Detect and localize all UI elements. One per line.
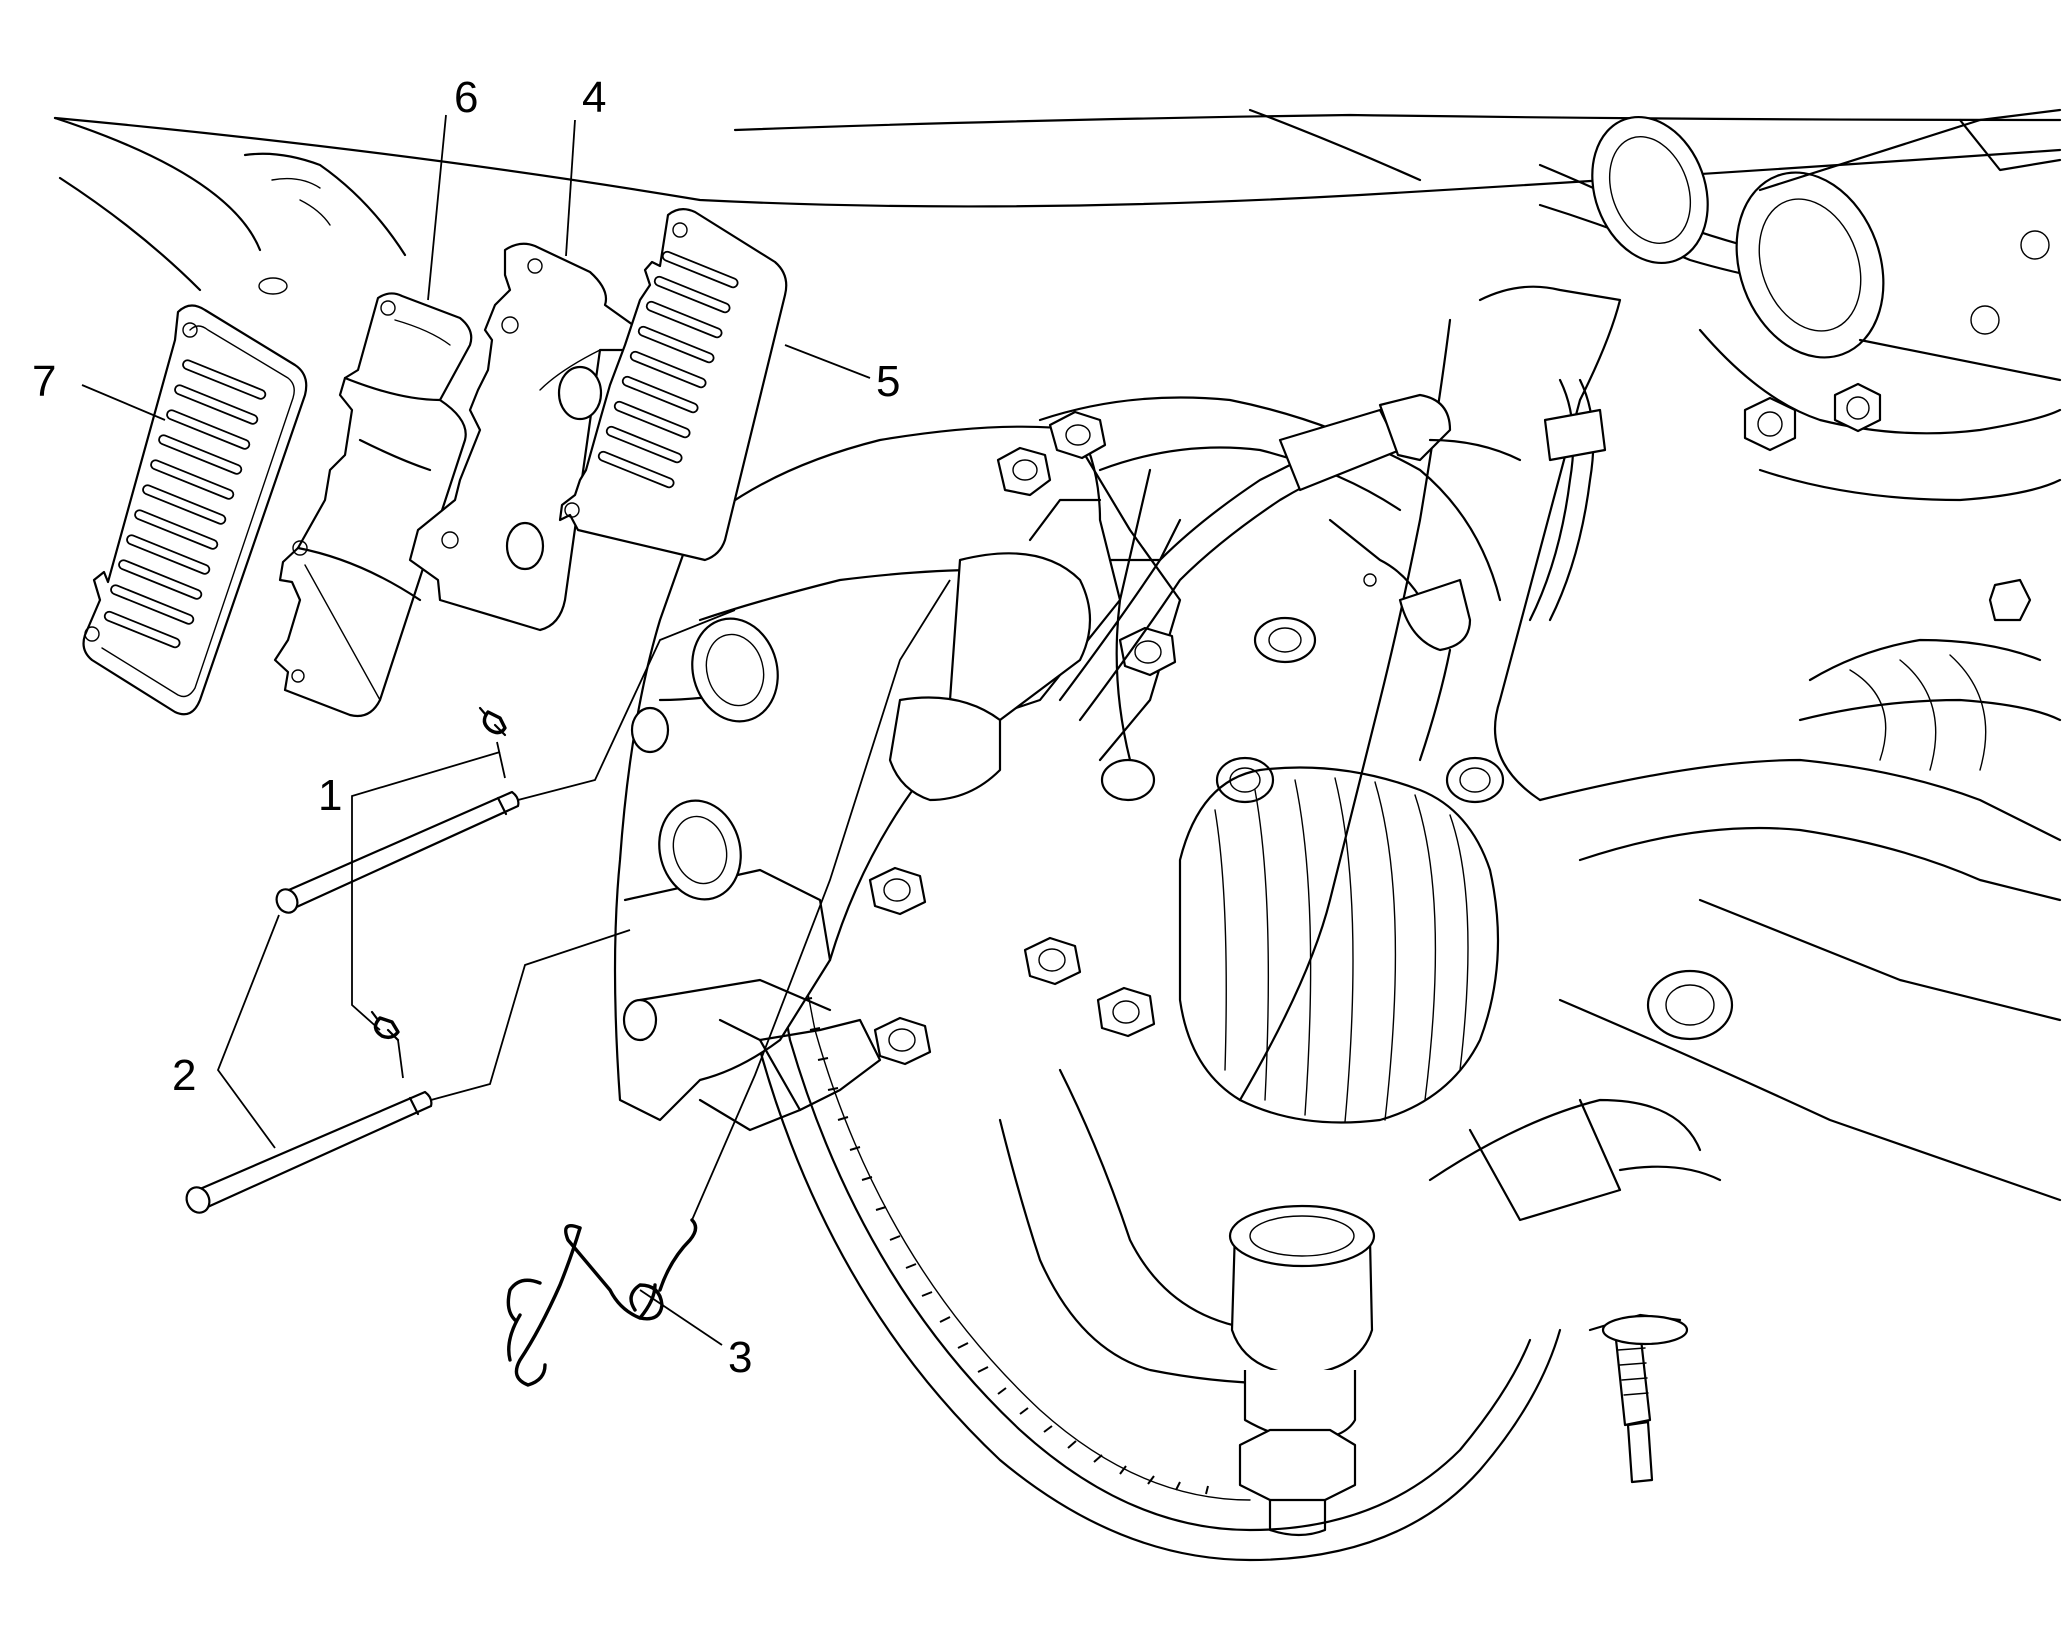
brake-pad-outer [273,292,473,718]
pad-shim-outer [82,304,308,716]
lower-control-arm [998,285,2062,1385]
hub-bolt [1253,616,1317,664]
retaining-clip-lower [370,1010,400,1042]
ball-joint [1228,1204,1376,1537]
shim-slots-5 [597,250,739,489]
callout-5: 5 [876,357,900,406]
caliper-bolt [1023,936,1082,986]
callouts: 1 2 3 4 5 6 7 [32,73,900,1382]
caliper-bolt [1096,986,1156,1038]
hub-bolt [1100,758,1156,802]
upper-control-arm [1538,108,2062,771]
callout-2: 2 [172,1051,196,1100]
brake-pad-inner [408,242,642,632]
caliper-bolt [868,866,927,916]
frame-bolt [1988,578,2032,622]
frame-crossmember [53,108,2062,295]
sensor-wire [1528,378,1607,622]
caliper-bolt [873,1016,932,1066]
cv-axle-boot [1178,766,1500,1124]
pad-shim-inner [558,208,788,562]
callout-4: 4 [582,73,606,122]
hub-bolt [1215,756,1275,804]
callout-7: 7 [32,357,56,406]
callout-3: 3 [728,1333,752,1382]
frame-bolt [1743,396,1797,452]
anti-rattle-spring [506,1218,698,1387]
brake-caliper [613,425,1182,1132]
callout-1: 1 [318,771,342,820]
retaining-clip-upper [478,706,507,737]
callout-6: 6 [454,73,478,122]
caliper-bolt [1118,626,1177,677]
guide-pin-upper [275,790,520,914]
guide-pin-lower [185,1090,433,1214]
tie-rod-stud [1588,1313,1689,1484]
hub-bolt [1445,756,1505,804]
frame-bolt [1833,382,1882,433]
shim-slots-7 [103,359,267,649]
brake-hose [1058,393,1522,762]
assembly-lines [81,114,951,1346]
caliper-bolt [996,446,1052,497]
caliper-bolt [1048,410,1107,460]
